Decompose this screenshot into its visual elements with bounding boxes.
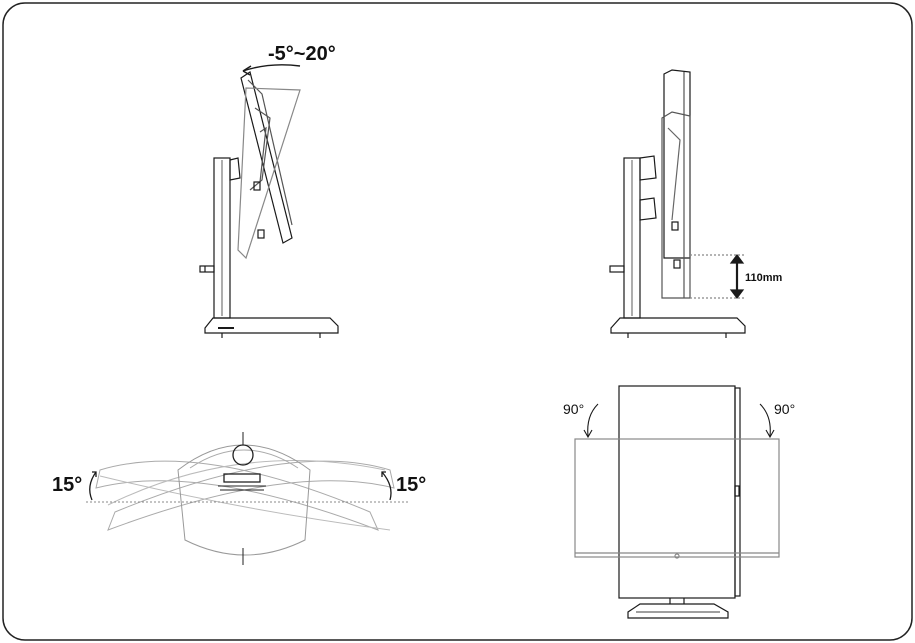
pivot-stand-base: [627, 603, 729, 619]
tilt-stand-column: [213, 157, 231, 319]
tilt-base: [204, 317, 339, 334]
pivot-right-arrow: [759, 403, 771, 437]
pivot-left-label: 90°: [563, 401, 584, 417]
pivot-left-arrow: [587, 403, 599, 437]
tilt-range-label: -5°~20°: [268, 43, 336, 65]
height-base: [610, 317, 746, 334]
swivel-left-label: 15°: [52, 474, 82, 496]
swivel-left-arrow: [89, 471, 97, 501]
tilt-arrow: [242, 64, 301, 72]
height-stand-column: [623, 157, 641, 319]
swivel-right-arrow: [381, 471, 392, 501]
tilt-monitor-back: [240, 71, 293, 244]
tilt-diagram: [199, 64, 339, 338]
swivel-monitor-right: [107, 460, 395, 531]
height-diagram: [609, 69, 746, 338]
swivel-diagram: [86, 432, 408, 565]
swivel-right-label: 15°: [396, 474, 426, 496]
swivel-stand-neck: [232, 444, 254, 466]
height-range-label: 110mm: [745, 272, 783, 284]
pivot-diagram: [574, 385, 780, 619]
pivot-monitor-portrait: [618, 385, 736, 599]
swivel-monitor-left: [95, 460, 379, 531]
pivot-right-label: 90°: [774, 401, 795, 417]
pivot-monitor-landscape: [574, 438, 780, 558]
tilt-monitor-forward: [237, 87, 301, 260]
swivel-base: [177, 444, 311, 556]
height-monitor-lower: [661, 111, 691, 299]
